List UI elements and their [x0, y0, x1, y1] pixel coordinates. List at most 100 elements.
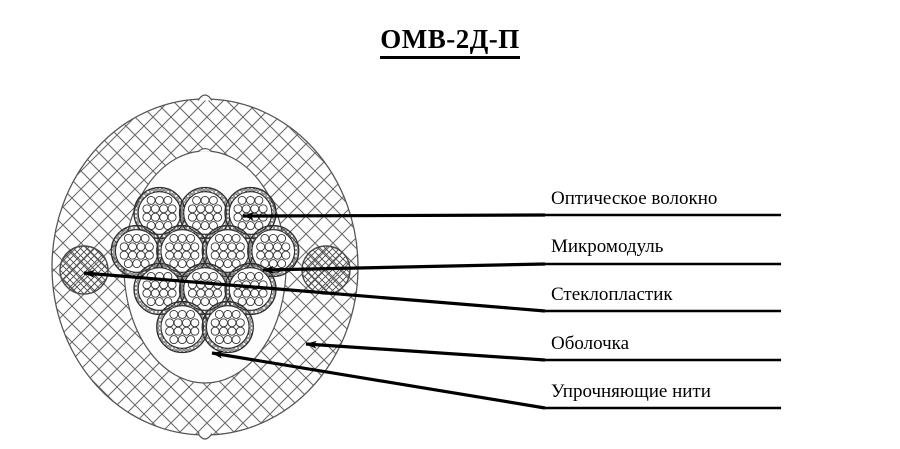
optical-fiber	[204, 204, 214, 214]
optical-fiber	[256, 242, 266, 252]
callout-leader-sheath	[305, 340, 546, 362]
callout-leader-fiberglass	[83, 269, 546, 313]
optical-fiber	[136, 242, 146, 252]
optical-fiber	[264, 250, 274, 260]
optical-fiber	[219, 318, 229, 328]
optical-fiber	[258, 204, 268, 214]
optical-fiber	[208, 271, 218, 281]
optical-fiber	[119, 250, 129, 260]
optical-fiber	[268, 233, 278, 243]
callout-label-strength-threads: Упрочняющие нити	[551, 381, 711, 402]
optical-fiber	[190, 242, 200, 252]
optical-fiber	[165, 242, 175, 252]
optical-fiber	[150, 204, 160, 214]
optical-fiber	[150, 212, 160, 222]
optical-fiber	[237, 195, 247, 205]
optical-fiber	[264, 242, 274, 252]
optical-fiber	[165, 318, 175, 328]
optical-fiber	[187, 204, 197, 214]
optical-fiber	[219, 250, 229, 260]
optical-fiber	[213, 212, 223, 222]
optical-fiber	[155, 297, 164, 307]
optical-fiber	[250, 288, 260, 298]
optical-fiber	[196, 288, 206, 298]
optical-fiber	[128, 250, 138, 260]
optical-fiber	[200, 221, 210, 231]
optical-fiber	[210, 250, 220, 260]
optical-fiber	[233, 212, 243, 222]
optical-fiber	[281, 250, 291, 260]
optical-fiber	[177, 309, 187, 319]
optical-fiber	[223, 233, 233, 243]
micromodule	[133, 186, 186, 240]
optical-fiber	[132, 233, 142, 243]
inner-core-notch-icon	[197, 148, 213, 153]
optical-fiber	[190, 318, 200, 328]
callout-leader-micromodule	[262, 262, 546, 274]
optical-fiber	[159, 212, 169, 222]
optical-fiber	[167, 212, 177, 222]
optical-fiber	[204, 288, 214, 298]
optical-fiber	[181, 250, 191, 260]
optical-fiber	[227, 326, 237, 336]
optical-fiber	[159, 288, 169, 298]
optical-fiber	[258, 288, 268, 298]
optical-fiber	[254, 271, 264, 281]
optical-fiber	[260, 233, 270, 243]
micromodule	[156, 300, 209, 354]
optical-fiber	[119, 242, 129, 252]
optical-fiber	[187, 288, 197, 298]
optical-fiber	[186, 309, 196, 319]
page-title: ОМВ-2Д-П	[0, 24, 900, 59]
optical-fiber	[256, 250, 266, 260]
optical-fiber	[140, 233, 150, 243]
optical-fiber	[210, 242, 220, 252]
optical-fiber	[254, 297, 264, 307]
optical-fiber	[273, 242, 282, 252]
micromodule	[201, 300, 254, 354]
optical-fiber	[210, 318, 220, 328]
optical-fiber	[208, 195, 218, 205]
optical-fiber	[159, 280, 169, 290]
optical-fiber	[177, 233, 187, 243]
optical-fiber	[132, 259, 142, 269]
optical-fiber	[165, 326, 175, 336]
optical-fiber	[128, 242, 138, 252]
optical-fiber	[159, 204, 169, 214]
optical-fiber	[173, 318, 183, 328]
optical-fiber	[177, 335, 187, 345]
optical-fiber	[136, 250, 146, 260]
optical-fiber	[167, 204, 177, 214]
optical-fiber	[223, 335, 233, 345]
optical-fiber	[219, 326, 229, 336]
optical-fiber	[273, 250, 282, 260]
optical-fiber	[233, 204, 243, 214]
optical-fiber	[246, 221, 255, 231]
callout-leader-strength-threads	[211, 350, 546, 410]
optical-fiber	[173, 326, 183, 336]
optical-fiber	[146, 195, 156, 205]
optical-fiber	[181, 242, 191, 252]
micromodule	[133, 262, 186, 316]
optical-fiber	[281, 242, 291, 252]
optical-fiber	[155, 221, 164, 231]
optical-fiber	[200, 271, 210, 281]
optical-fiber	[150, 288, 160, 298]
optical-fiber	[163, 195, 173, 205]
optical-fiber	[200, 297, 210, 307]
optical-fiber	[190, 250, 200, 260]
optical-fiber	[214, 309, 224, 319]
optical-fiber	[186, 233, 196, 243]
optical-fiber	[142, 288, 152, 298]
optical-fiber	[123, 233, 133, 243]
optical-fiber	[250, 204, 260, 214]
optical-fiber	[142, 280, 152, 290]
optical-fiber	[155, 195, 164, 205]
optical-fiber	[196, 212, 206, 222]
optical-fiber	[235, 326, 245, 336]
optical-fiber	[200, 195, 210, 205]
optical-fiber	[277, 233, 287, 243]
optical-fiber	[173, 242, 183, 252]
